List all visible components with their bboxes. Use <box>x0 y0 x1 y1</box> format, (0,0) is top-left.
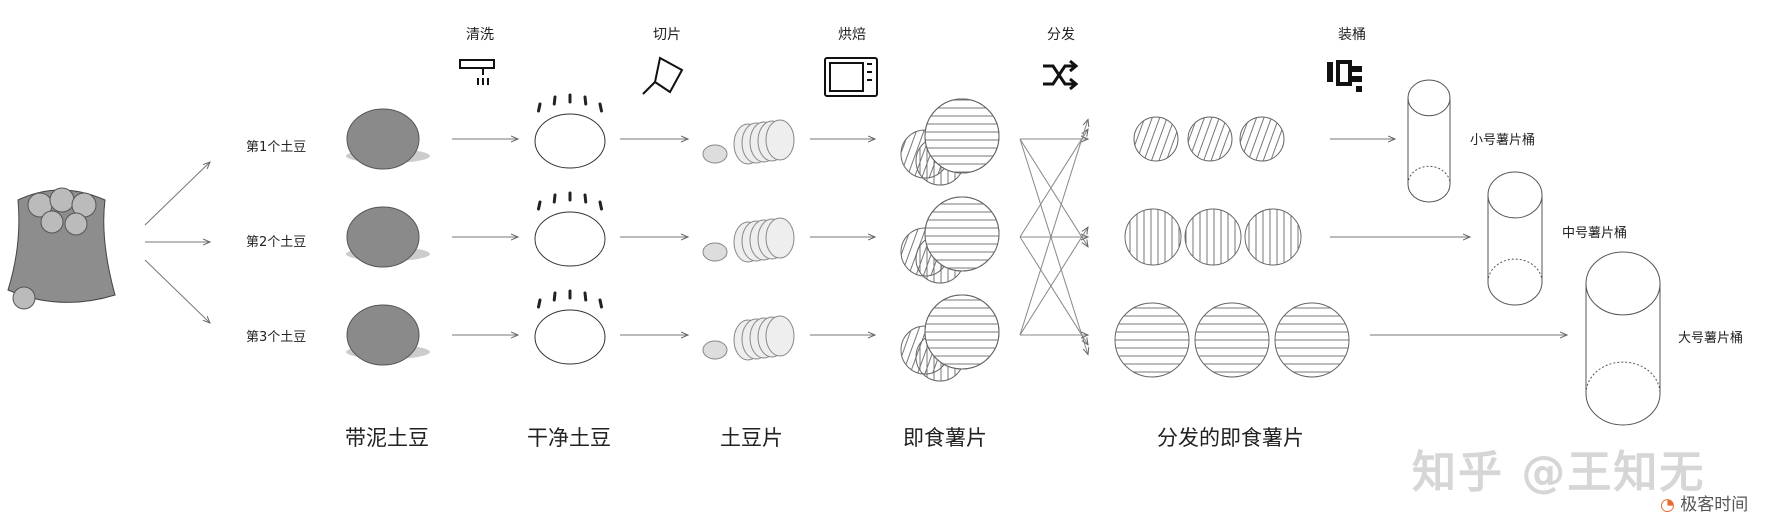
distribute-arrow <box>1019 138 1088 247</box>
dirty-potato <box>346 108 420 170</box>
sparkle-mark <box>583 95 588 106</box>
distributed-chip <box>1274 302 1350 378</box>
bucket-body <box>1585 283 1661 426</box>
sparkle-mark <box>598 200 603 211</box>
row-label: 第2个土豆 <box>246 235 307 250</box>
bucket-label-large: 大号薯片桶 <box>1678 331 1744 346</box>
distributed-chip <box>1133 116 1179 162</box>
distribute-arrow <box>1019 129 1088 238</box>
split-arrows <box>144 162 210 323</box>
bucket-bottom-hidden <box>1487 258 1543 283</box>
sparkle-mark <box>537 200 542 211</box>
dirty-potato <box>346 304 420 366</box>
bucket-body <box>1487 194 1543 306</box>
step-label-distribute: 分发 <box>1047 27 1075 43</box>
sparkle-mark <box>552 291 557 302</box>
bucket-top <box>1487 171 1543 219</box>
distribute-arrow <box>1019 138 1088 355</box>
step-label-bake: 烘焙 <box>838 27 866 43</box>
bucket-top <box>1407 79 1451 117</box>
distributed-chip <box>1184 208 1242 266</box>
potato-slice <box>765 119 795 161</box>
bucket-arrows <box>1330 139 1567 335</box>
distributed-chip <box>1244 208 1302 266</box>
sparkle-mark <box>537 298 542 309</box>
distribute-arrow <box>1019 236 1088 345</box>
bucket-machine-icon <box>1327 60 1362 92</box>
sparkle-mark <box>583 291 588 302</box>
step-label-slice: 切片 <box>653 27 681 43</box>
stage-label-dirty: 带泥土豆 <box>345 426 429 450</box>
distributed-chip <box>1194 302 1270 378</box>
potato-sack-icon <box>7 187 116 310</box>
step-label-bucket: 装桶 <box>1338 27 1366 43</box>
bucket-body <box>1407 97 1451 203</box>
potato-slice <box>702 340 728 360</box>
clean-potato <box>534 211 606 267</box>
clean-potato <box>534 309 606 365</box>
chip <box>924 98 1000 174</box>
stage-label-clean: 干净土豆 <box>527 426 611 450</box>
dirty-potato <box>346 206 420 268</box>
stage-label-distributed: 分发的即食薯片 <box>1157 426 1304 450</box>
potato-slice <box>765 217 795 259</box>
potato-slice <box>702 144 728 164</box>
bucket-label-medium: 中号薯片桶 <box>1562 226 1628 241</box>
bucket-bottom-hidden <box>1585 361 1661 394</box>
chip <box>924 294 1000 370</box>
stage-label-chips: 即食薯片 <box>903 426 987 450</box>
sparkle-mark <box>552 95 557 106</box>
distributed-chip <box>1114 302 1190 378</box>
watermark: 知乎 @王知无 <box>1412 447 1706 498</box>
bucket-label-small: 小号薯片桶 <box>1470 133 1536 148</box>
step-label-wash: 清洗 <box>466 27 494 43</box>
distribute-arrow <box>1019 227 1088 336</box>
distributed-chip <box>1124 208 1182 266</box>
clean-potato <box>534 113 606 169</box>
bucket-bottom-hidden <box>1407 165 1451 185</box>
brand-logo: ◔ 极客时间 <box>1660 490 1748 515</box>
microwave-icon <box>824 57 878 97</box>
distributed-chip <box>1187 116 1233 162</box>
bucket-top <box>1585 251 1661 316</box>
sparkle-mark <box>598 298 603 309</box>
sparkle-mark <box>552 193 557 204</box>
sparkle-mark <box>537 102 542 113</box>
cleaver-icon <box>642 56 684 95</box>
row-label: 第1个土豆 <box>246 140 307 155</box>
brand-icon: ◔ <box>1660 495 1675 515</box>
distribute-arrow <box>1019 119 1088 336</box>
brand-name: 极客时间 <box>1680 495 1749 515</box>
shuffle-icon <box>1043 59 1079 91</box>
chip <box>924 196 1000 272</box>
shower-icon <box>459 59 495 85</box>
sparkle-mark <box>598 102 603 113</box>
potato-slice <box>702 242 728 262</box>
sparkle-mark <box>583 193 588 204</box>
row-label: 第3个土豆 <box>246 330 307 345</box>
distributed-chip <box>1239 116 1285 162</box>
stage-label-slices: 土豆片 <box>720 426 783 450</box>
potato-slice <box>765 315 795 357</box>
